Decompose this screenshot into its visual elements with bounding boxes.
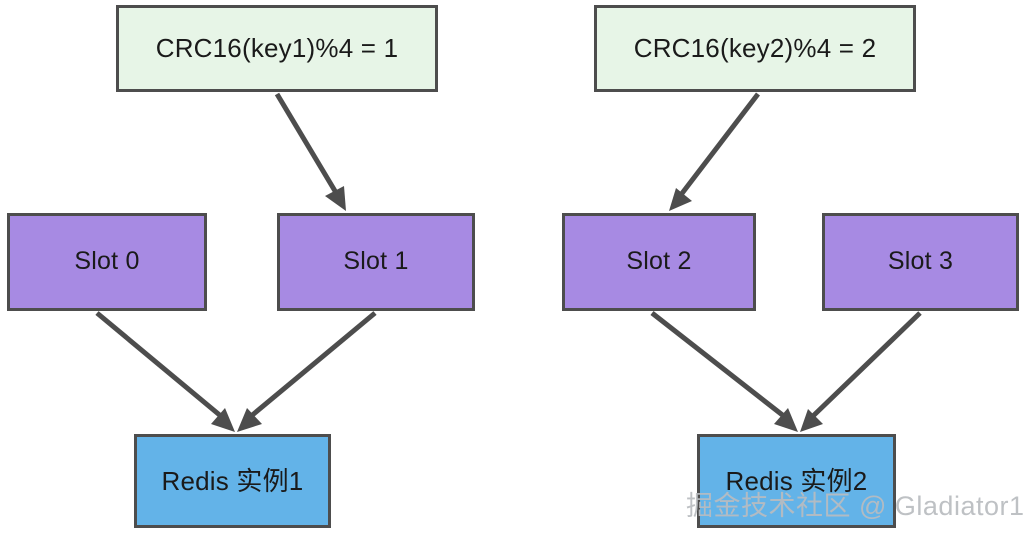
hash-node-key2-label: CRC16(key2)%4 = 2 [633, 33, 877, 64]
edge-hash2-to-slot2 [669, 92, 760, 211]
slot-node-1-label: Slot 1 [343, 247, 409, 276]
edge-slot0-to-inst1 [95, 311, 235, 432]
redis-instance-node-1-label: Redis 实例1 [161, 465, 304, 496]
edge-slot2-to-inst2 [650, 311, 798, 432]
slot-node-2[interactable]: Slot 2 [562, 213, 756, 311]
edge-slot1-to-inst1 [237, 311, 377, 432]
edge-slot3-to-inst2 [800, 311, 922, 432]
redis-instance-node-2[interactable]: Redis 实例2 [697, 434, 896, 528]
slot-node-2-label: Slot 2 [626, 247, 692, 276]
hash-node-key1-label: CRC16(key1)%4 = 1 [155, 33, 399, 64]
edge-hash1-to-slot1 [274, 92, 346, 211]
redis-instance-node-1[interactable]: Redis 实例1 [134, 434, 331, 528]
slot-node-0-label: Slot 0 [74, 247, 140, 276]
hash-node-key2[interactable]: CRC16(key2)%4 = 2 [594, 5, 916, 92]
hash-node-key1[interactable]: CRC16(key1)%4 = 1 [116, 5, 438, 92]
slot-node-1[interactable]: Slot 1 [277, 213, 475, 311]
slot-node-3[interactable]: Slot 3 [822, 213, 1019, 311]
slot-node-0[interactable]: Slot 0 [7, 213, 207, 311]
redis-instance-node-2-label: Redis 实例2 [725, 465, 868, 496]
slot-node-3-label: Slot 3 [887, 247, 954, 276]
